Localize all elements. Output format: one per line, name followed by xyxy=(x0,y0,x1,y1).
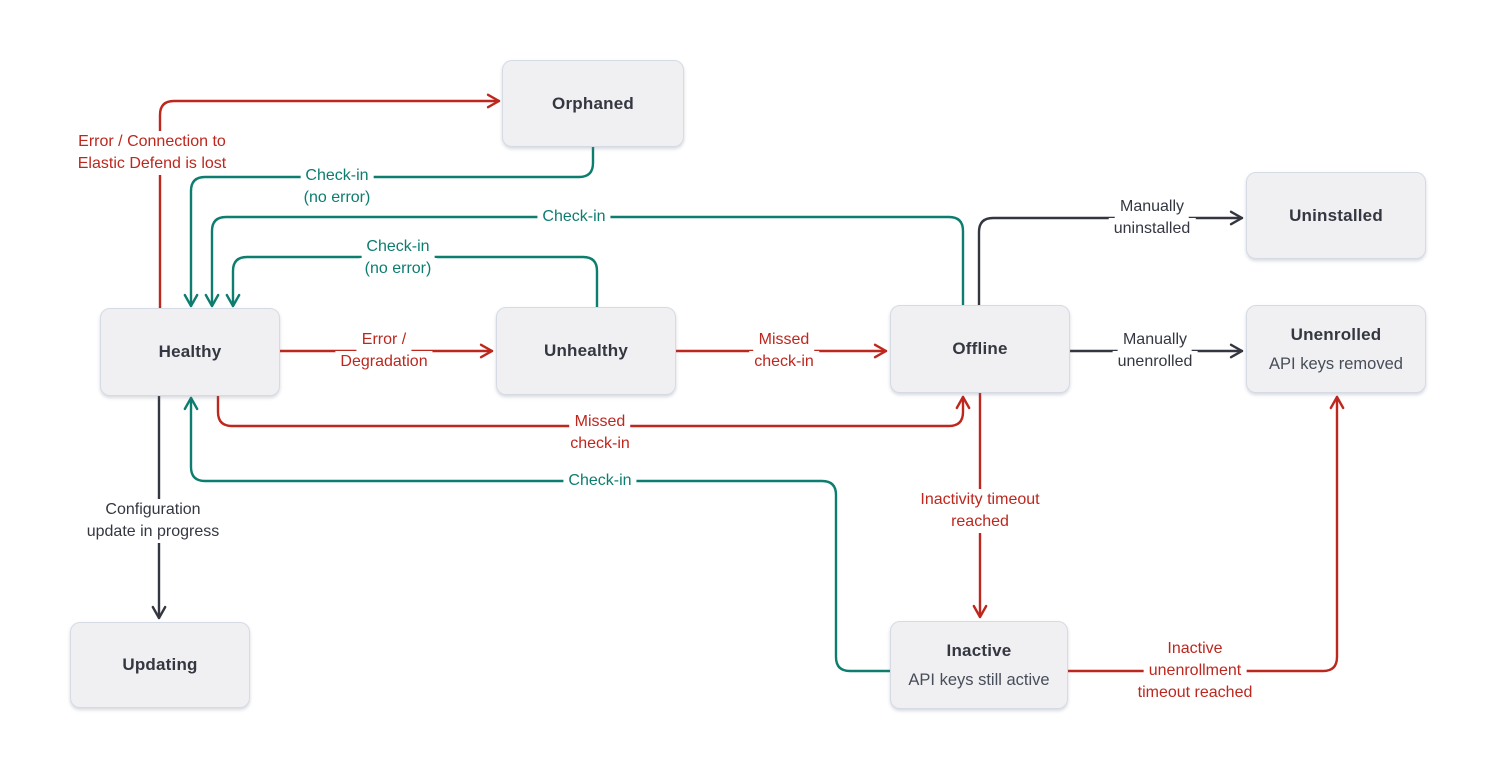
edge-label-line: reached xyxy=(946,511,1014,533)
arrowhead-healthy-to-unhealthy xyxy=(479,343,494,359)
edge-orphaned-to-healthy xyxy=(189,145,595,308)
edge-healthy-to-orphaned xyxy=(158,99,501,310)
edge-label-line: Missed xyxy=(569,411,631,433)
node-healthy: Healthy xyxy=(100,308,280,396)
arrowhead-unhealthy-to-offline xyxy=(873,343,888,359)
arrowhead-healthy-to-updating xyxy=(151,605,167,620)
node-orphaned: Orphaned xyxy=(502,60,684,147)
edge-offline-to-uninstalled xyxy=(977,216,1244,307)
node-title: Offline xyxy=(952,339,1008,358)
edge-label-inactive-to-healthy: Check-in xyxy=(563,470,637,492)
node-title: Inactive xyxy=(946,640,1012,660)
edge-label-line: Manually xyxy=(1117,329,1193,351)
edge-label-offline-to-healthy: Check-in xyxy=(537,206,611,228)
edge-label-line: Check-in xyxy=(537,206,611,228)
edge-label-line: Inactive xyxy=(1162,638,1228,660)
edge-label-line: unenrolled xyxy=(1112,351,1198,373)
arrowhead-healthy-to-orphaned xyxy=(486,93,501,109)
node-title: Orphaned xyxy=(552,93,634,113)
edge-label-unhealthy-to-healthy: Check-in(no error) xyxy=(359,236,437,280)
node-updating: Updating xyxy=(70,622,250,708)
edge-offline-to-healthy xyxy=(210,215,965,308)
edge-label-line: Elastic Defend is lost xyxy=(72,153,232,175)
arrowhead-offline-to-uninstalled xyxy=(1229,210,1244,226)
edge-label-line: Check-in xyxy=(300,165,374,187)
arrowhead-offline-to-inactive xyxy=(972,604,988,619)
edge-label-line: check-in xyxy=(565,433,635,455)
node-offline: Offline xyxy=(890,305,1070,393)
edge-label-line: unenrollment xyxy=(1143,660,1247,682)
arrowhead-inactive-to-healthy xyxy=(183,396,199,411)
edge-label-line: Missed xyxy=(753,329,815,351)
node-unhealthy: Unhealthy xyxy=(496,307,676,395)
arrowhead-offline-to-healthy xyxy=(204,293,220,308)
arrowhead-orphaned-to-healthy xyxy=(183,293,199,308)
node-title: Updating xyxy=(122,655,198,674)
edge-label-line: (no error) xyxy=(359,258,437,280)
edge-label-line: uninstalled xyxy=(1108,218,1196,240)
edge-label-healthy-to-unhealthy: Error /Degradation xyxy=(335,329,433,373)
node-title: Unhealthy xyxy=(544,341,628,360)
arrowhead-healthy-to-offline-missed-checkin xyxy=(955,395,971,410)
edge-label-line: Degradation xyxy=(335,351,433,373)
edge-label-line: update in progress xyxy=(81,521,225,543)
edge-label-line: timeout reached xyxy=(1132,682,1258,704)
edge-label-line: Error / xyxy=(356,329,412,351)
node-title: Unenrolled xyxy=(1290,324,1382,344)
edge-label-line: Inactivity timeout xyxy=(915,489,1045,511)
edge-label-orphaned-to-healthy: Check-in(no error) xyxy=(298,165,376,209)
node-uninstalled: Uninstalled xyxy=(1246,172,1426,259)
edge-label-line: Check-in xyxy=(563,470,637,492)
edge-label-line: (no error) xyxy=(298,187,376,209)
node-title: Healthy xyxy=(158,342,222,361)
arrowhead-inactive-to-unenrolled xyxy=(1329,395,1345,410)
arrowhead-offline-to-unenrolled xyxy=(1229,343,1244,359)
node-subtitle: API keys still active xyxy=(908,670,1050,689)
node-subtitle: API keys removed xyxy=(1269,354,1403,373)
node-title: Uninstalled xyxy=(1289,205,1383,225)
edge-inactive-to-unenrolled xyxy=(1066,395,1339,673)
edge-label-line: Configuration xyxy=(100,499,206,521)
edge-label-line: Manually xyxy=(1114,196,1190,218)
edge-label-line: check-in xyxy=(749,351,819,373)
edge-inactive-to-healthy xyxy=(189,396,892,673)
edge-label-line: Error / Connection to xyxy=(73,131,231,153)
edge-label-line: Check-in xyxy=(361,236,435,258)
arrowhead-unhealthy-to-healthy xyxy=(225,293,241,308)
